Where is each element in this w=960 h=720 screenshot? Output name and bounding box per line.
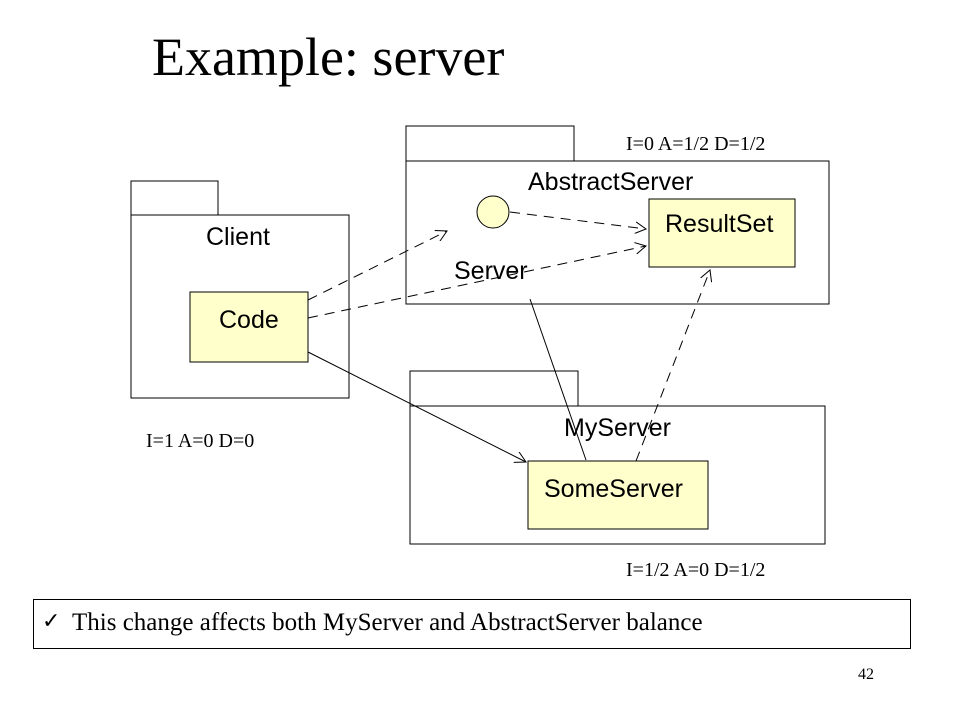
package-my-server-tab (409, 370, 579, 407)
client-metrics: I=1 A=0 D=0 (146, 430, 255, 452)
note-text: This change affects both MyServer and Ab… (72, 609, 703, 636)
my-server-metrics: I=1/2 A=0 D=1/2 (626, 559, 766, 581)
page-number: 42 (858, 666, 874, 683)
realization-someserver-to-server (529, 298, 587, 461)
class-some-server-label: SomeServer (544, 475, 683, 503)
abstract-server-metrics: I=0 A=1/2 D=1/2 (626, 133, 766, 155)
slide-title: Example: server (152, 27, 505, 87)
package-abstract-server-tab (405, 125, 575, 162)
server-interface-icon (476, 195, 510, 229)
package-client: Client (130, 180, 350, 399)
association-code-to-someserver (307, 351, 526, 462)
class-result-set-label: ResultSet (665, 210, 773, 238)
package-my-server-label: MyServer (564, 414, 671, 442)
checkmark-icon: ✓ (42, 609, 61, 634)
dependency-someserver-to-resultset (635, 270, 710, 462)
dependency-server-to-resultset (509, 211, 646, 229)
package-client-label: Client (206, 223, 270, 251)
note-box: ✓ This change affects both MyServer and … (33, 599, 911, 649)
class-code-label: Code (219, 306, 279, 334)
class-result-set-box (648, 198, 796, 268)
dependency-code-to-resultset (307, 246, 646, 319)
class-some-server-box (527, 460, 709, 530)
package-abstract-server-label: AbstractServer (528, 168, 693, 196)
class-code-box (189, 291, 309, 363)
package-client-tab (130, 180, 219, 216)
dependency-code-to-server (307, 231, 447, 301)
server-interface-label: Server (454, 257, 528, 285)
